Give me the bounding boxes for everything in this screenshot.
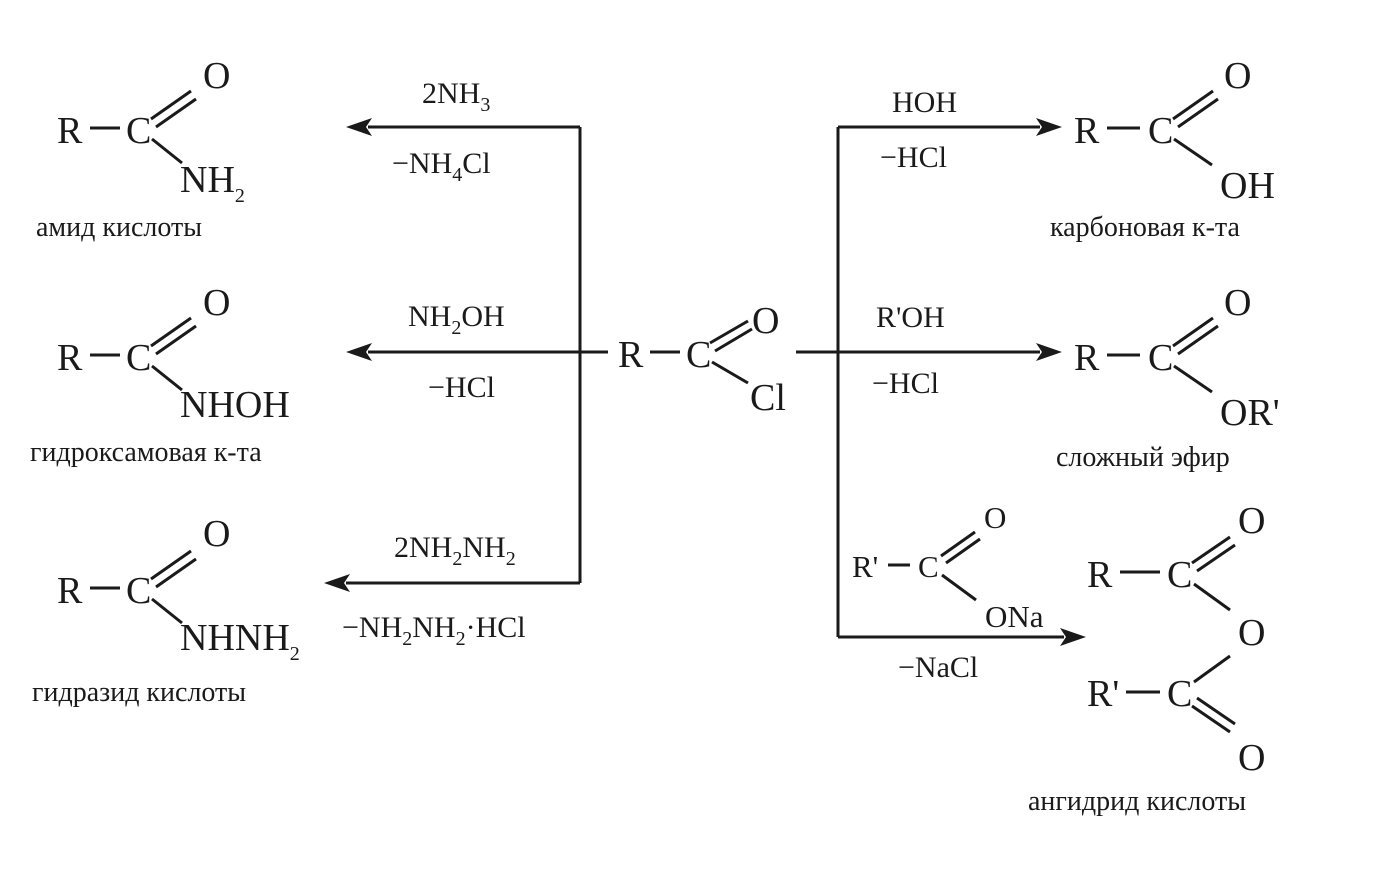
salt-c: C xyxy=(918,549,939,584)
ester-name: сложный эфир xyxy=(1056,442,1230,473)
reagent-hydroxamic: NH2OH xyxy=(408,300,505,339)
anhydride-obridge-c2-bond xyxy=(1193,654,1231,684)
anhydride-obridge: O xyxy=(1238,612,1265,654)
anhydride-name: ангидрид кислоты xyxy=(1028,786,1246,817)
product-hydrazide: R C O NHNH2 гидразид кислоты xyxy=(32,513,300,708)
hydrazide-c-n-bond xyxy=(151,597,183,625)
ester-or: OR' xyxy=(1220,392,1280,434)
salt-r: R' xyxy=(852,549,878,584)
byproduct-amide: −NH4Cl xyxy=(392,147,491,186)
carboxylic-c: C xyxy=(1148,110,1173,152)
product-hydroxamic: R C O NHOH гидроксамовая к-та xyxy=(30,282,290,468)
anhydride-o1: O xyxy=(1238,500,1265,542)
arrowhead-carboxylic xyxy=(1036,118,1062,136)
carboxylic-o: O xyxy=(1224,55,1251,97)
hydroxamic-c-n-bond xyxy=(151,364,183,392)
ester-c: C xyxy=(1148,337,1173,379)
center-co-bond-2 xyxy=(714,327,753,353)
acyl-chloride: R C O Cl xyxy=(618,300,786,419)
reagent-hydrazide: 2NH2NH2 xyxy=(394,531,516,570)
byproduct-ester: −HCl xyxy=(872,367,939,400)
carboxylic-r: R xyxy=(1074,110,1100,152)
anhydride-c1: C xyxy=(1167,554,1192,596)
anhydride-c1o1-bond-1 xyxy=(1191,535,1231,565)
carboxylic-co-bond-2 xyxy=(1177,97,1219,129)
anhydride-r1: R xyxy=(1087,554,1113,596)
product-amide: R C O NH2 амид кислоты xyxy=(36,55,245,243)
anhydride-c2o2-bond-1 xyxy=(1191,704,1231,734)
amide-r: R xyxy=(57,110,83,152)
amide-co-bond-1 xyxy=(150,89,192,121)
arrowhead-hydrazide xyxy=(324,574,350,592)
anhydride-o2: O xyxy=(1238,737,1265,779)
center-c-cl-bond xyxy=(711,360,749,385)
product-anhydride: R C O O C R' O ангидрид кислоты xyxy=(1028,500,1265,817)
amide-o: O xyxy=(203,55,230,97)
arrowhead-amide xyxy=(346,118,372,136)
carboxylic-co-bond-1 xyxy=(1172,89,1214,121)
hydrazide-name: гидразид кислоты xyxy=(32,677,246,708)
hydrazide-r: R xyxy=(57,570,83,612)
reagents-right: HOH −HCl R'OH −HCl R' C O ONa −NaCl xyxy=(852,86,1044,684)
byproduct-anhydride: −NaCl xyxy=(898,651,978,684)
salt-co-bond-2 xyxy=(945,537,981,565)
product-carboxylic: R C O OH карбоновая к-та xyxy=(1050,55,1275,243)
anhydride-c1-obridge-bond xyxy=(1193,582,1231,612)
hydroxamic-name: гидроксамовая к-та xyxy=(30,437,262,468)
carboxylic-c-oh-bond xyxy=(1173,137,1213,167)
hydrazide-c: C xyxy=(126,570,151,612)
center-cl: Cl xyxy=(750,377,786,419)
hydrazide-o: O xyxy=(203,513,230,555)
hydroxamic-nhoh: NHOH xyxy=(180,384,290,426)
salt-o: O xyxy=(984,500,1006,535)
center-co-bond-1 xyxy=(709,319,749,345)
reagent-sodium-carboxylate: R' C O ONa xyxy=(852,500,1044,634)
byproduct-hydroxamic: −HCl xyxy=(428,371,495,404)
right-branch-lines xyxy=(796,118,1086,646)
anhydride-c2: C xyxy=(1167,673,1192,715)
amide-co-bond-2 xyxy=(155,97,197,129)
byproduct-carboxylic: −HCl xyxy=(880,141,947,174)
anhydride-c2o2-bond-2 xyxy=(1196,696,1236,726)
salt-ona: ONa xyxy=(985,599,1044,634)
carboxylic-oh: OH xyxy=(1220,165,1275,207)
hydroxamic-c: C xyxy=(126,337,151,379)
amide-c-n-bond xyxy=(151,137,183,165)
ester-r: R xyxy=(1074,337,1100,379)
center-r: R xyxy=(618,334,644,376)
amide-nh2: NH2 xyxy=(180,159,245,207)
byproduct-hydrazide: −NH2NH2·HCl xyxy=(342,611,526,650)
anhydride-r2: R' xyxy=(1087,673,1119,715)
ester-c-or-bond xyxy=(1173,364,1213,394)
center-c: C xyxy=(686,334,711,376)
hydroxamic-co-bond-2 xyxy=(155,324,197,356)
arrowhead-ester xyxy=(1036,343,1062,361)
ester-o: O xyxy=(1224,282,1251,324)
hydrazide-nhnh2: NHNH2 xyxy=(180,617,300,665)
reagent-ester: R'OH xyxy=(876,301,945,334)
amide-c: C xyxy=(126,110,151,152)
hydroxamic-co-bond-1 xyxy=(150,316,192,348)
hydroxamic-r: R xyxy=(57,337,83,379)
salt-co-bond-1 xyxy=(940,530,976,558)
arrowhead-anhydride xyxy=(1060,628,1086,646)
ester-co-bond-1 xyxy=(1172,316,1214,348)
ester-co-bond-2 xyxy=(1177,324,1219,356)
carboxylic-name: карбоновая к-та xyxy=(1050,212,1241,243)
center-o: O xyxy=(752,300,779,342)
amide-name: амид кислоты xyxy=(36,212,202,243)
hydrazide-co-bond-1 xyxy=(150,549,192,581)
product-ester: R C O OR' сложный эфир xyxy=(1056,282,1280,473)
reagent-amide: 2NH3 xyxy=(422,77,490,116)
reagents-left: 2NH3 −NH4Cl NH2OH −HCl 2NH2NH2 −NH2NH2·H… xyxy=(342,77,526,650)
left-branch-lines xyxy=(324,118,608,592)
hydroxamic-o: O xyxy=(203,282,230,324)
salt-c-ona-bond xyxy=(941,573,977,602)
reagent-carboxylic: HOH xyxy=(892,86,957,119)
arrowhead-hydroxamic xyxy=(346,343,372,361)
anhydride-c1o1-bond-2 xyxy=(1196,543,1236,573)
hydrazide-co-bond-2 xyxy=(155,557,197,589)
